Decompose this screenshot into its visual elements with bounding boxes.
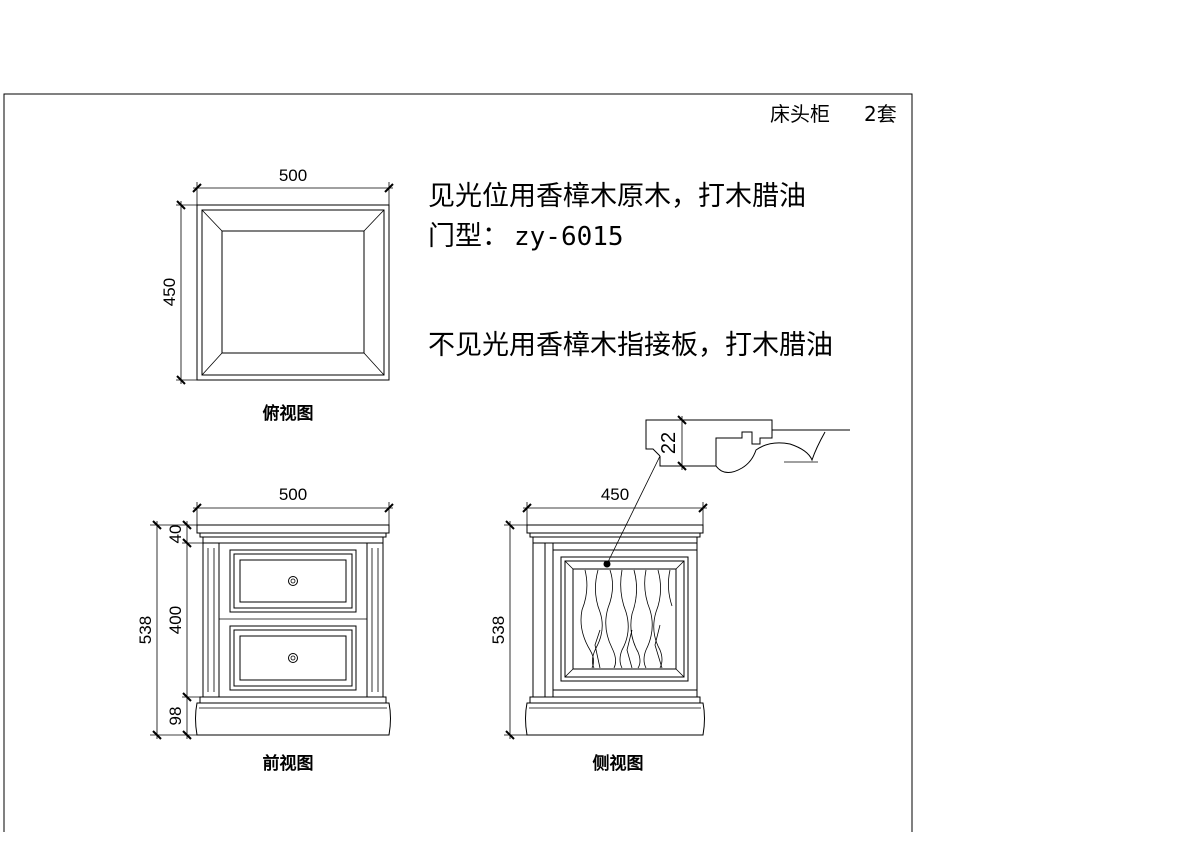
top-view-caption: 俯视图 <box>263 403 314 424</box>
profile-detail: 22 <box>645 415 850 473</box>
note-door-type-value: zy-6015 <box>514 222 624 252</box>
front-top-thickness-dim: 40 <box>166 525 185 544</box>
furniture-quantity: 2套 <box>864 102 897 126</box>
front-total-height-dim: 538 <box>136 616 155 644</box>
side-view-caption: 侧视图 <box>593 753 644 774</box>
top-width-dim: 500 <box>279 166 307 185</box>
furniture-name: 床头柜 <box>770 102 830 126</box>
note-hidden-material: 不见光用香樟木指接板，打木腊油 <box>428 330 833 361</box>
top-view: 500 450 俯视图 <box>160 166 394 424</box>
front-width-dim: 500 <box>279 485 307 504</box>
side-width-dim: 450 <box>601 485 629 504</box>
front-body-height-dim: 400 <box>166 606 185 634</box>
profile-thickness-dim: 22 <box>658 432 680 454</box>
front-view: 500 538 40 400 98 前视图 <box>136 485 394 774</box>
note-door-type-label: 门型： <box>428 221 509 252</box>
sheet-border <box>3 93 913 832</box>
side-height-dim: 538 <box>489 616 508 644</box>
side-view: 450 538 侧视图 <box>489 455 708 774</box>
front-base-height-dim: 98 <box>166 707 185 726</box>
note-visible-material: 见光位用香樟木原木，打木腊油 <box>428 181 806 212</box>
top-depth-dim: 450 <box>160 278 179 306</box>
front-view-caption: 前视图 <box>263 753 314 774</box>
